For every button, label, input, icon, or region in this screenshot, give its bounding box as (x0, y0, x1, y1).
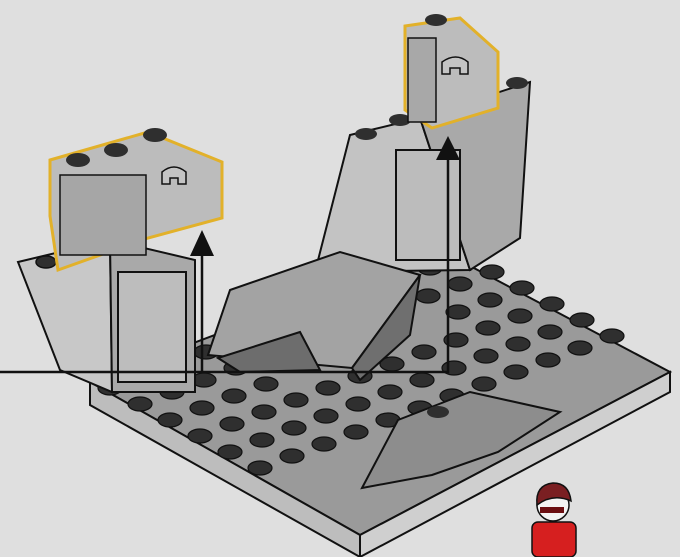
stud (218, 445, 242, 459)
stud (282, 421, 306, 435)
stud (220, 417, 244, 431)
stud (538, 325, 562, 339)
stud (410, 373, 434, 387)
stud (378, 385, 402, 399)
stud (314, 409, 338, 423)
stud (250, 433, 274, 447)
stud (222, 389, 246, 403)
stud (480, 265, 504, 279)
stud (568, 341, 592, 355)
stud (188, 429, 212, 443)
stud (472, 377, 496, 391)
stud (508, 309, 532, 323)
stud (252, 405, 276, 419)
stud (478, 293, 502, 307)
stud (344, 425, 368, 439)
stud (254, 377, 278, 391)
stud (316, 381, 340, 395)
stud (248, 461, 272, 475)
stud (506, 337, 530, 351)
stud (474, 349, 498, 363)
stud (536, 353, 560, 367)
stud (476, 321, 500, 335)
stud (540, 297, 564, 311)
stud (312, 437, 336, 451)
stud (128, 397, 152, 411)
stud (158, 413, 182, 427)
stud (448, 277, 472, 291)
stud (346, 397, 370, 411)
stud (570, 313, 594, 327)
stud (446, 305, 470, 319)
stud (284, 393, 308, 407)
stud (280, 449, 304, 463)
stud (412, 345, 436, 359)
stud (190, 401, 214, 415)
stud (504, 365, 528, 379)
stud (600, 329, 624, 343)
stud (416, 289, 440, 303)
stud (510, 281, 534, 295)
